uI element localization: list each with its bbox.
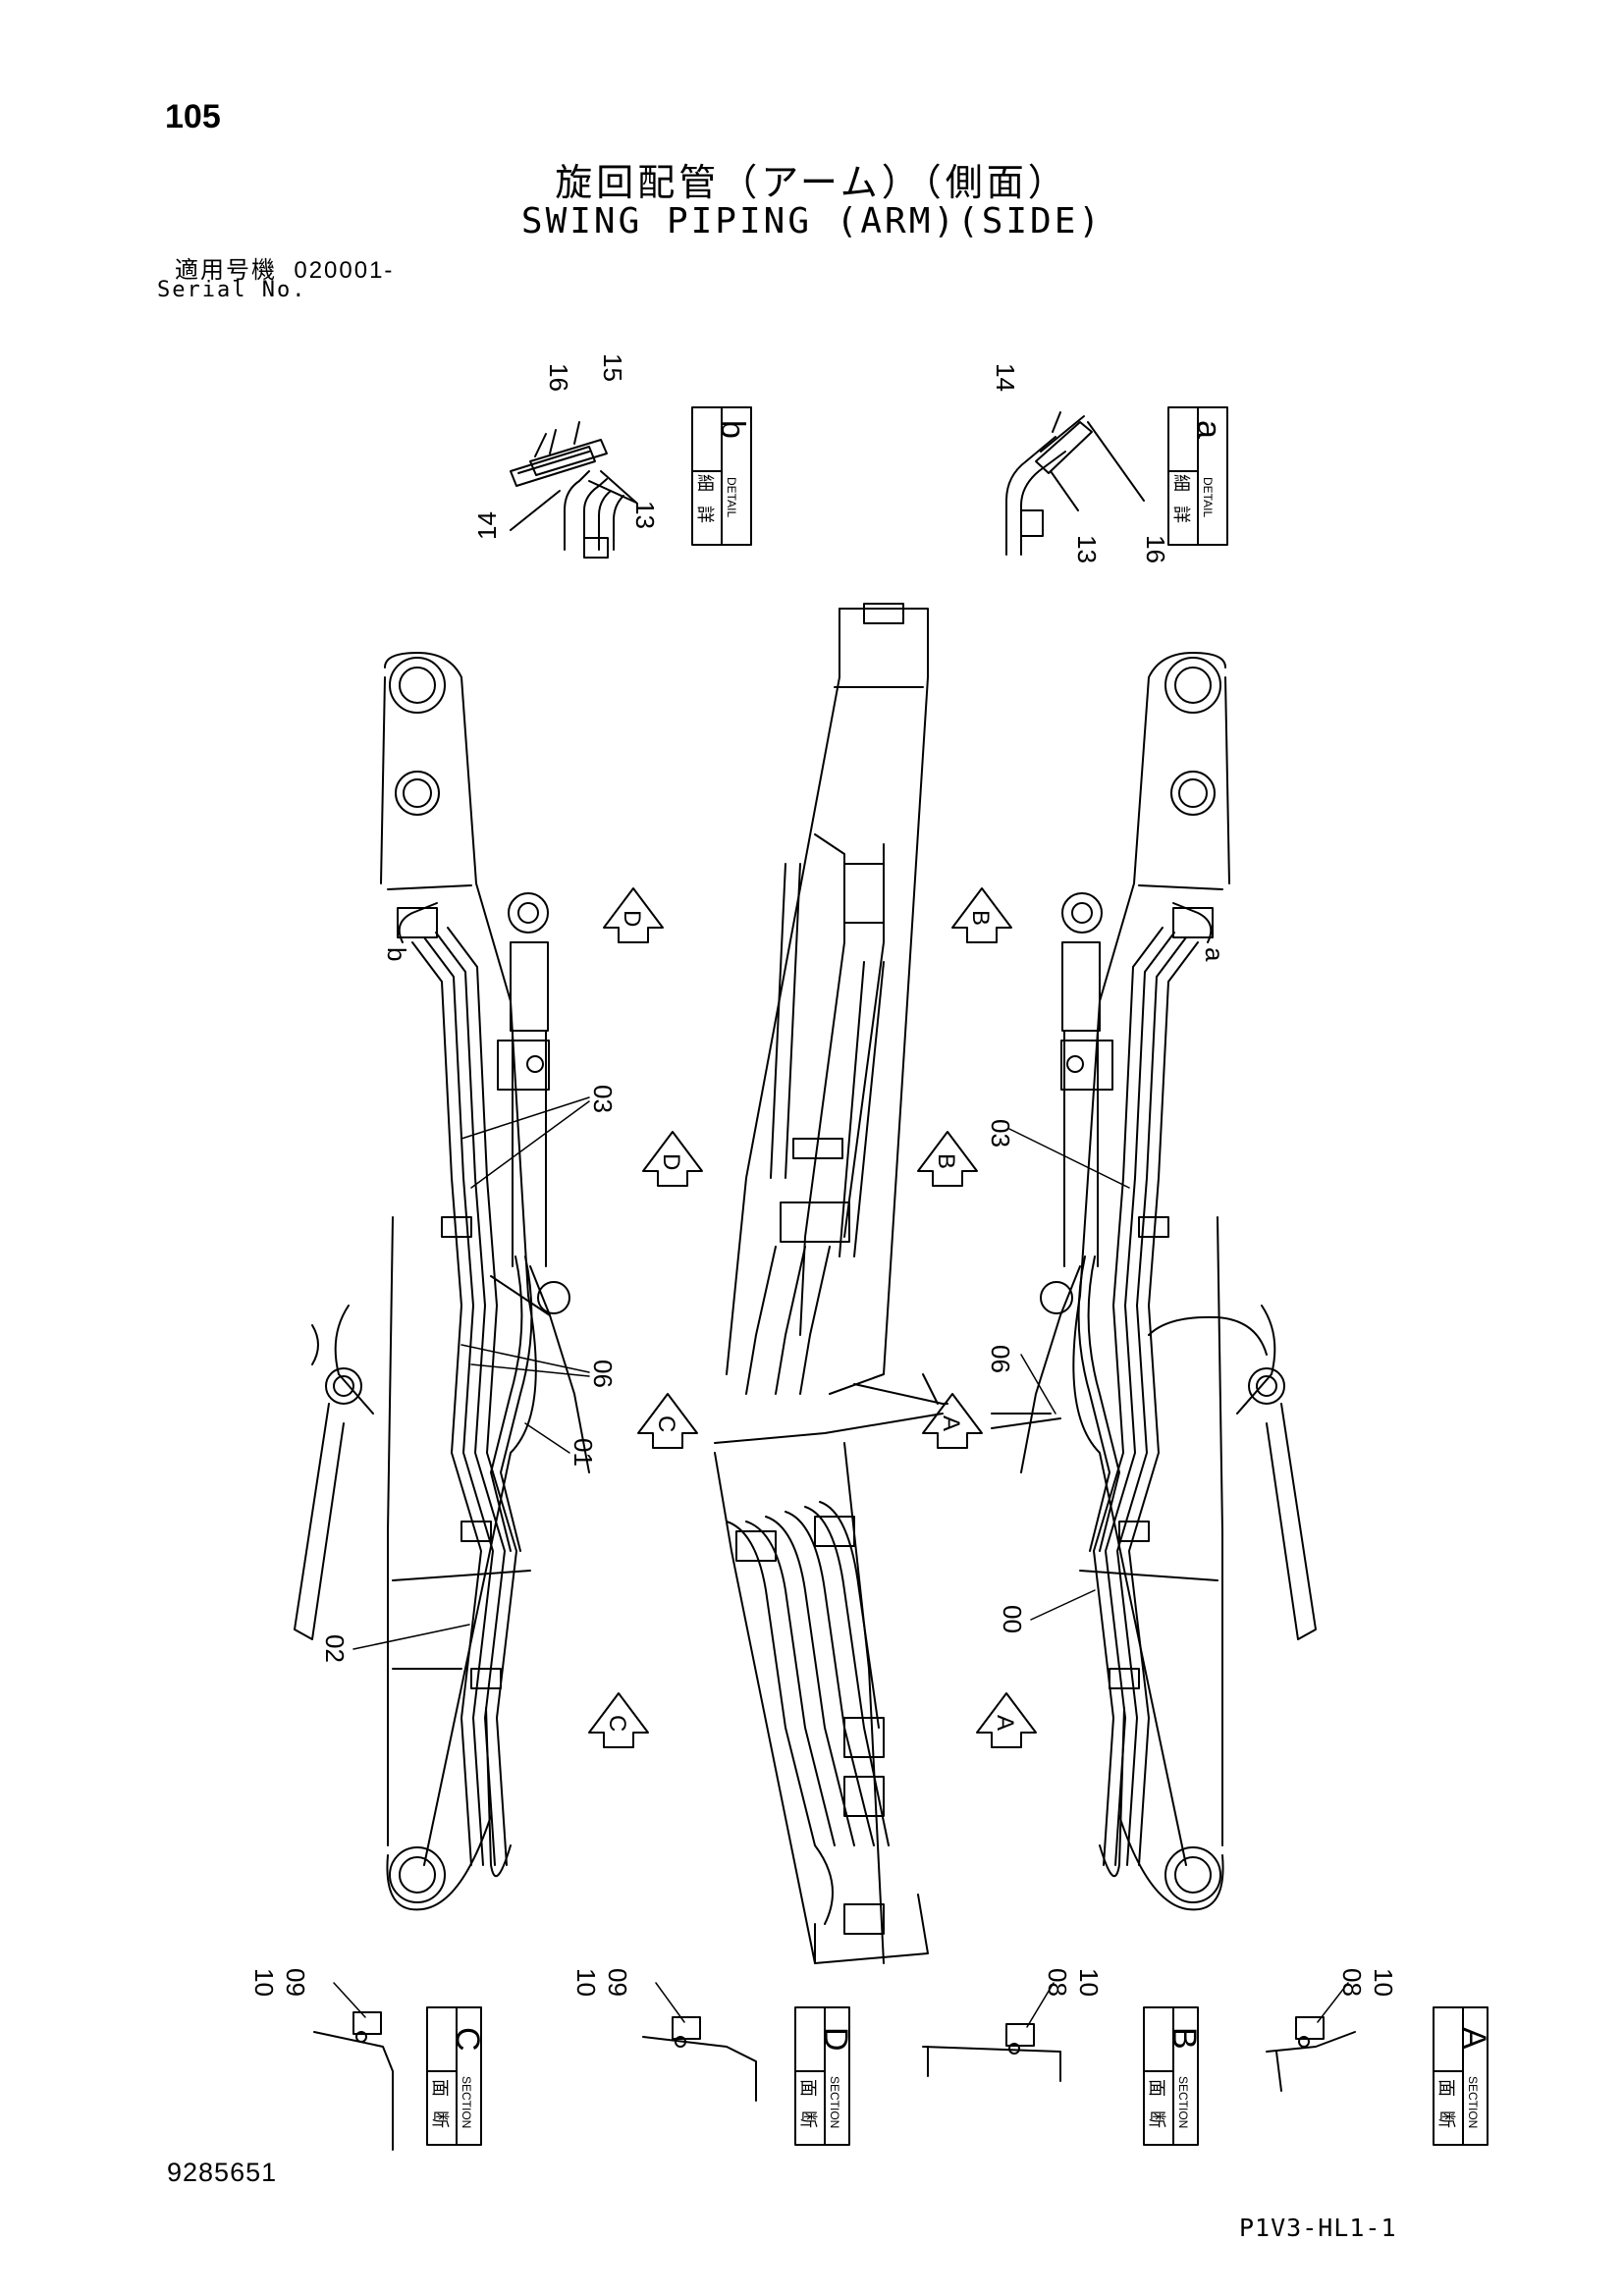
callout-06-right: 06 [986, 1345, 1015, 1373]
section-d-jp1: 断 [798, 2110, 818, 2128]
left-arm-body [294, 652, 537, 1911]
arrow-d-upper-letter: D [619, 910, 645, 927]
arrow-c-lower-shape [588, 1692, 649, 1748]
section-b-top: 08 [1043, 1968, 1072, 1997]
section-c-letter: C [449, 2027, 486, 2052]
detail-a-callout-13: 13 [1072, 535, 1102, 563]
section-a-jp1: 断 [1436, 2110, 1456, 2128]
title-english: SWING PIPING (ARM)(SIDE) [520, 201, 1104, 241]
detail-b-drawing [510, 421, 637, 559]
section-b-en: SECTION [1176, 2076, 1190, 2128]
detail-a-callout-14: 14 [991, 363, 1020, 392]
callout-03-left: 03 [588, 1085, 618, 1113]
detail-b-jp1: 詳 [695, 506, 715, 523]
detail-b-jp2: 細 [695, 474, 715, 492]
section-a-jp2: 面 [1436, 2079, 1456, 2097]
arrow-c-upper-letter: C [653, 1415, 679, 1432]
arrow-c-upper-shape [637, 1393, 698, 1449]
arrow-a-lower-shape [976, 1692, 1037, 1748]
section-d-en: SECTION [828, 2076, 841, 2128]
arrow-d-lower-letter: D [658, 1153, 684, 1170]
section-a-drawing [1266, 1982, 1489, 2146]
leader-lines [352, 1096, 1130, 1650]
callout-01: 01 [568, 1438, 598, 1467]
section-c-bottom: 09 [281, 1968, 310, 1997]
serial-label-japanese: 適用号機 020001- [175, 250, 394, 285]
right-arm-cylinder [1020, 892, 1113, 1473]
detail-b-callout-16: 16 [544, 363, 573, 392]
section-c-drawing [313, 1982, 482, 2151]
section-a-top: 08 [1337, 1968, 1367, 1997]
arrow-d-lower-shape [642, 1131, 703, 1187]
detail-a-jp2: 細 [1171, 474, 1191, 492]
arrow-a-lower-letter: A [992, 1715, 1018, 1731]
arrow-a-upper-letter: A [938, 1415, 964, 1431]
detail-a-label-box [1167, 406, 1228, 546]
arrow-b-lower-letter: B [933, 1153, 959, 1169]
detail-b-callout-13: 13 [630, 501, 660, 529]
section-d-jp2: 面 [798, 2079, 818, 2097]
page-number: 105 [165, 98, 221, 135]
left-arm-hoses [397, 902, 533, 1878]
detail-b-label-box [691, 406, 752, 546]
section-b-letter: B [1165, 2027, 1203, 2050]
left-arm-cylinder [490, 892, 590, 1473]
arrow-b-upper-letter: B [967, 910, 994, 926]
callout-label-b: b [382, 947, 411, 961]
document-number: 9285651 [167, 2158, 278, 2187]
arrow-b-upper-shape [951, 887, 1012, 943]
serial-label-english: Serial No. [157, 278, 307, 302]
detail-b-letter: b [714, 420, 751, 439]
detail-a-letter: a [1190, 420, 1227, 439]
callout-03-right: 03 [986, 1119, 1015, 1148]
section-d-letter: D [817, 2027, 854, 2052]
section-b-drawing [922, 1982, 1199, 2146]
arrow-d-upper-shape [603, 887, 664, 943]
section-b-jp2: 面 [1147, 2079, 1166, 2097]
section-a-letter: A [1455, 2027, 1492, 2050]
callout-06-left: 06 [588, 1360, 618, 1388]
callout-00: 00 [998, 1605, 1027, 1633]
section-c-en: SECTION [460, 2076, 473, 2128]
section-b-jp1: 断 [1147, 2110, 1166, 2128]
section-d-bottom: 09 [603, 1968, 632, 1997]
serial-label-jp: 適用号機 [175, 257, 277, 284]
right-arm-body [1072, 652, 1317, 1911]
section-d-drawing [642, 1982, 850, 2146]
detail-a-en: DETAIL [1201, 477, 1215, 517]
arrow-b-lower-shape [917, 1131, 978, 1187]
detail-b-en: DETAIL [725, 477, 738, 517]
section-c-top: 10 [249, 1968, 279, 1997]
detail-a-jp1: 詳 [1171, 506, 1191, 523]
title-japanese: 旋回配管（アーム）（側面） [555, 163, 1069, 204]
section-c-jp1: 断 [430, 2110, 450, 2128]
arrow-a-upper-shape [922, 1393, 983, 1449]
callout-label-a: a [1200, 947, 1229, 962]
section-c-jp2: 面 [430, 2079, 450, 2097]
right-arm-hoses [991, 902, 1268, 1878]
view-arrows [588, 887, 1037, 1748]
detail-b-callout-15: 15 [598, 353, 627, 382]
section-a-en: SECTION [1466, 2076, 1480, 2128]
detail-b-callout-14: 14 [472, 511, 502, 540]
arrow-c-lower-letter: C [604, 1715, 630, 1732]
section-a-bottom: 10 [1369, 1968, 1398, 1997]
page-reference: P1V3-HL1-1 [1239, 2214, 1397, 2242]
section-d-top: 10 [571, 1968, 601, 1997]
center-upper-arm [726, 603, 948, 1405]
detail-a-drawing [1005, 411, 1145, 556]
section-b-bottom: 10 [1074, 1968, 1104, 1997]
serial-value: 020001- [294, 257, 395, 284]
callout-02: 02 [320, 1634, 350, 1663]
detail-a-callout-16: 16 [1141, 535, 1170, 563]
center-lower-arm [714, 1413, 944, 1964]
